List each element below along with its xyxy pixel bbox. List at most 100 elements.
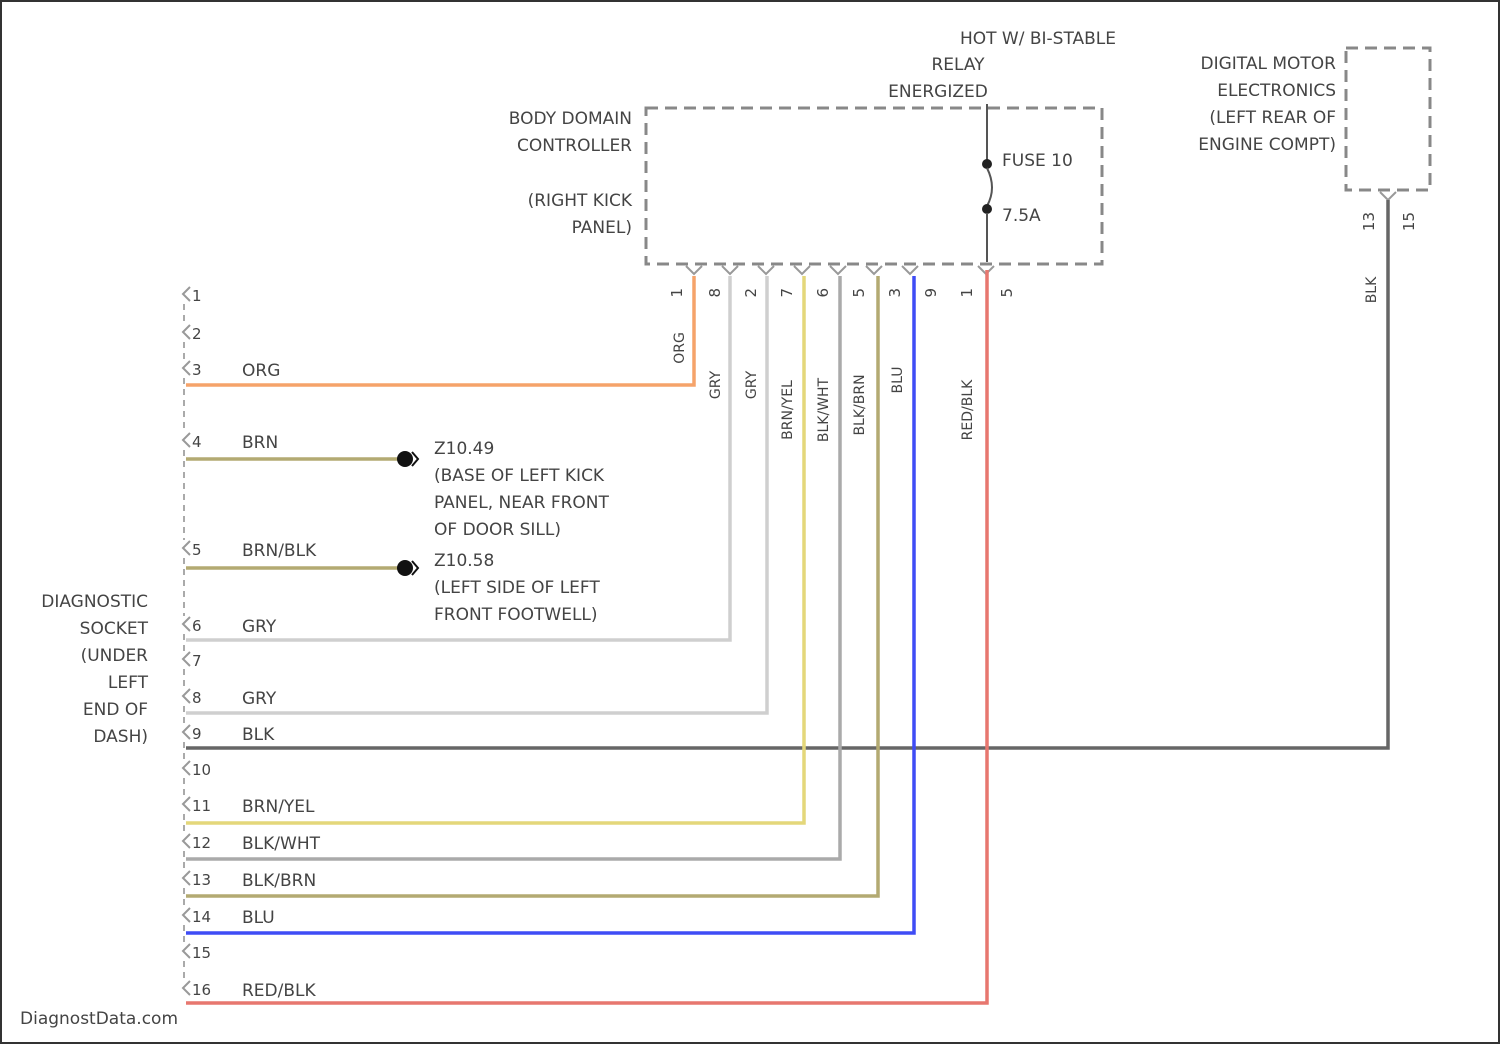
- socket-pin-number: 3: [192, 361, 202, 379]
- bdc-connector-terminals: [686, 266, 994, 274]
- socket-terminal: [183, 541, 190, 555]
- bdc-pin-number: 5: [998, 288, 1016, 298]
- bdc-pin-number: 1: [668, 288, 686, 298]
- wire-label-blk-wht: BLK/WHT: [816, 377, 832, 442]
- socket-name-line: DIAGNOSTIC: [41, 592, 148, 612]
- socket-pin-number: 4: [192, 433, 202, 451]
- digital-motor-electronics: DIGITAL MOTOR ELECTRONICS (LEFT REAR OF …: [1198, 48, 1430, 303]
- socket-terminal: [183, 981, 190, 995]
- wire-label-gry: GRY: [744, 370, 760, 399]
- socket-wire-label: BRN/YEL: [242, 797, 315, 817]
- fuse-icon: [987, 168, 992, 206]
- socket-pin-number: 10: [192, 761, 211, 779]
- bdc-pin-number: 9: [922, 288, 940, 298]
- bdc-pin-number: 6: [814, 288, 832, 298]
- wire-label-org: ORG: [672, 332, 688, 364]
- ground1-location: PANEL, NEAR FRONT: [434, 493, 610, 513]
- socket-terminal: [183, 287, 190, 301]
- header-note-line-2: RELAY: [931, 55, 985, 75]
- socket-pin-number: 14: [192, 908, 211, 926]
- socket-pin-number: 5: [192, 541, 202, 559]
- socket-pin-number: 13: [192, 871, 211, 889]
- ground1-location: OF DOOR SILL): [434, 520, 561, 540]
- header-note: HOT W/ BI-STABLE RELAY ENERGIZED: [888, 29, 1116, 102]
- bdc-terminal: [866, 266, 882, 274]
- wire-label-brn-yel: BRN/YEL: [780, 380, 796, 440]
- socket-pin-number: 16: [192, 981, 211, 999]
- socket-terminal: [183, 725, 190, 739]
- socket-wire-label: BRN/BLK: [242, 541, 317, 561]
- socket-terminal: [183, 361, 190, 375]
- socket-name-line: DASH): [93, 727, 148, 747]
- dme-wire-label: BLK: [1364, 276, 1380, 303]
- wire-label-gry: GRY: [708, 370, 724, 399]
- socket-wire-label: BRN: [242, 433, 278, 453]
- ground1-location: (BASE OF LEFT KICK: [434, 466, 605, 486]
- dme-dashed-box: [1346, 48, 1430, 190]
- socket-pin-number: 2: [192, 325, 202, 343]
- bdc-terminal: [758, 266, 774, 274]
- socket-wire-label: RED/BLK: [242, 981, 317, 1001]
- ground-icon: [397, 451, 413, 467]
- bdc-name-line-2: CONTROLLER: [517, 136, 632, 156]
- bdc-pin-number: 1: [958, 288, 976, 298]
- socket-pin-number: 11: [192, 797, 211, 815]
- ground2-location: FRONT FOOTWELL): [434, 605, 598, 625]
- bdc-pin-number: 8: [706, 288, 724, 298]
- socket-pin-number: 7: [192, 652, 202, 670]
- socket-terminal: [183, 433, 190, 447]
- socket-name-line: LEFT: [108, 673, 149, 693]
- socket-terminal: [183, 761, 190, 775]
- dme-name-line-4: ENGINE COMPT): [1198, 135, 1336, 155]
- socket-pin-number: 6: [192, 617, 202, 635]
- socket-terminal: [183, 689, 190, 703]
- bdc-location-line-1: (RIGHT KICK: [528, 191, 633, 211]
- bdc-wire-labels: ORG GRY GRY BRN/YEL BLK/WHT BLK/BRN BLU …: [672, 332, 976, 442]
- socket-wire-label: BLK: [242, 725, 275, 745]
- diagnostic-socket: DIAGNOSTIC SOCKET (UNDER LEFT END OF DAS…: [41, 287, 320, 1001]
- wire-label-red-blk: RED/BLK: [960, 379, 976, 440]
- dme-name-line-2: ELECTRONICS: [1217, 81, 1336, 101]
- bdc-terminal: [794, 266, 810, 274]
- ground2-id: Z10.58: [434, 551, 494, 571]
- ground1-id: Z10.49: [434, 439, 494, 459]
- header-note-line-1: HOT W/ BI-STABLE: [960, 29, 1116, 49]
- socket-terminal: [183, 617, 190, 631]
- body-domain-controller: BODY DOMAIN CONTROLLER (RIGHT KICK PANEL…: [509, 104, 1102, 298]
- fuse-name: FUSE 10: [1002, 151, 1073, 171]
- bdc-pin-number: 3: [886, 288, 904, 298]
- watermark: DiagnostData.com: [20, 1009, 178, 1029]
- bdc-name-line-1: BODY DOMAIN: [509, 109, 632, 129]
- socket-wire-label: BLK/WHT: [242, 834, 321, 854]
- socket-wire-label: BLU: [242, 908, 275, 928]
- socket-terminal: [183, 871, 190, 885]
- bdc-pin-number: 5: [850, 288, 868, 298]
- grounds: Z10.49 (BASE OF LEFT KICK PANEL, NEAR FR…: [397, 439, 610, 625]
- socket-terminal: [183, 652, 190, 666]
- dme-name-line-3: (LEFT REAR OF: [1209, 108, 1336, 128]
- wire-label-blk-brn: BLK/BRN: [852, 374, 868, 435]
- bdc-terminal: [722, 266, 738, 274]
- wire-label-blu: BLU: [890, 367, 906, 394]
- dme-name-line-1: DIGITAL MOTOR: [1201, 54, 1337, 74]
- dme-pin-number: 13: [1360, 212, 1378, 231]
- bdc-pin-number: 2: [742, 288, 760, 298]
- socket-terminal: [183, 834, 190, 848]
- socket-terminal: [183, 325, 190, 339]
- fuse-terminal-top: [982, 159, 992, 169]
- ground2-location: (LEFT SIDE OF LEFT: [434, 578, 600, 598]
- socket-name-line: SOCKET: [80, 619, 149, 639]
- socket-wire-label: GRY: [242, 617, 277, 637]
- ground-icon: [397, 560, 413, 576]
- bdc-terminal: [686, 266, 702, 274]
- socket-wire-label: ORG: [242, 361, 280, 381]
- fuse-rating: 7.5A: [1002, 206, 1041, 226]
- bdc-terminal: [830, 266, 846, 274]
- socket-pin-number: 15: [192, 944, 211, 962]
- socket-pin-number: 1: [192, 287, 202, 305]
- socket-pin-number: 9: [192, 725, 202, 743]
- dme-terminal: [1380, 192, 1396, 200]
- socket-name-line: END OF: [83, 700, 148, 720]
